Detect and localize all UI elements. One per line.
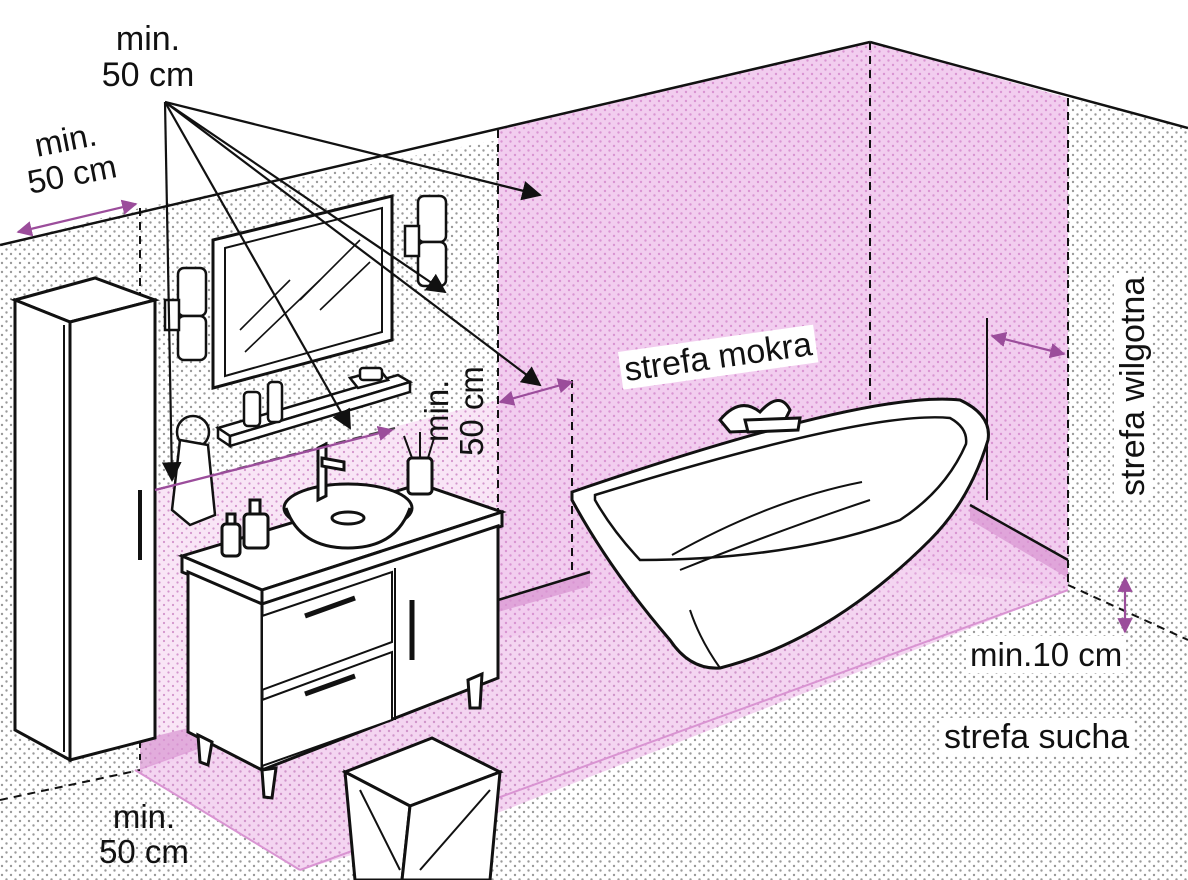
tall-cabinet: [10, 276, 161, 763]
dim-vanity: [154, 425, 394, 492]
arrow-to-sink: [164, 101, 351, 430]
ceiling-line-right: [869, 40, 1188, 130]
dimension-arrows: [16, 199, 1133, 634]
wall-lamp-left: [163, 266, 208, 362]
dim-wet-zone: [498, 378, 574, 406]
waste-basket: [341, 736, 504, 880]
left-clearance-label: min. 50 cm: [18, 115, 119, 200]
damp-zone-label: strefa wilgotna: [1114, 272, 1152, 500]
arrow-to-shelf: [164, 101, 447, 294]
bathtub: [570, 397, 990, 670]
vanity-cabinet: [177, 432, 507, 800]
arrow-to-wet-wall: [164, 100, 542, 201]
mirror-clearance-line2: 50 cm: [453, 366, 490, 456]
top-clearance-label: min. 50 cm: [88, 22, 208, 92]
floor-line-right: [969, 503, 1069, 562]
top-clearance-line1: min.: [115, 20, 181, 58]
ceiling-line-left: [0, 40, 871, 247]
towel-ring: [170, 414, 217, 527]
arrow-to-cabinet: [161, 101, 182, 482]
bottom-clearance-label: min. 50 cm: [84, 800, 204, 868]
clearance-arrows: [161, 100, 542, 482]
bottom-clearance-line2: 50 cm: [99, 833, 189, 870]
dim-damp-zone: [990, 331, 1066, 359]
baseboard-mid: [498, 570, 590, 612]
height-clearance-label: min.10 cm: [966, 636, 1127, 673]
mirror-clearance-line1: min.: [418, 379, 455, 442]
dry-zone-label: strefa sucha: [940, 718, 1134, 756]
dim-left-wall: [16, 199, 138, 237]
mirror-clearance-label: min. 50 cm: [418, 366, 490, 456]
mirror: [211, 194, 394, 390]
floor-line-mid: [497, 570, 591, 602]
floor-line-left: [0, 769, 141, 801]
baseboard-right: [970, 505, 1068, 578]
wall-shelf: [215, 366, 414, 449]
top-clearance-line2: 50 cm: [101, 56, 195, 94]
arrow-to-wet-zone-edge: [164, 101, 542, 387]
wet-floor-edge-left: [134, 769, 301, 871]
bottom-clearance-line1: min.: [112, 798, 176, 835]
